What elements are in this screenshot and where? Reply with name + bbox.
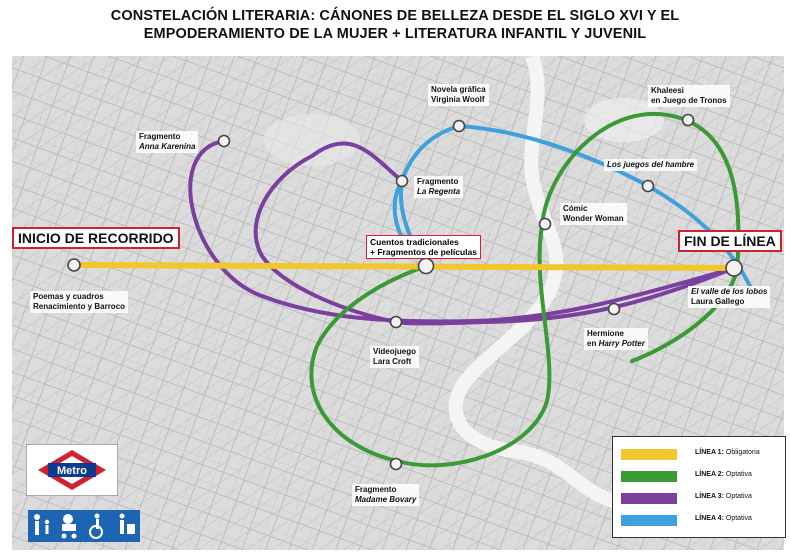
station-label-anna-karenina: Fragmento Anna Karenina	[136, 131, 199, 153]
station-label-madame-bovary: Fragmento Madame Bovary	[352, 484, 420, 506]
station-juegos-hambre	[641, 179, 655, 193]
station-lara-croft	[389, 315, 403, 329]
station-label-poemas: Poemas y cuadros Renacimiento y Barroco	[30, 291, 129, 313]
station-anna-karenina	[217, 134, 231, 148]
station-inicio	[67, 258, 81, 272]
metro-logo: Metro	[26, 444, 118, 496]
map-title-line-2: EMPODERAMIENTO DE LA MUJER + LITERATURA …	[143, 26, 647, 42]
park-area	[264, 114, 360, 166]
legend-item: LÍNEA 4: Optativa	[621, 513, 781, 529]
station-madame-bovary	[389, 457, 403, 471]
accessibility-icons	[28, 510, 140, 542]
legend: LÍNEA 1: Obligatoria LÍNEA 2: Optativa L…	[612, 436, 786, 538]
legend-item: LÍNEA 3: Optativa	[621, 491, 781, 507]
family-icon	[28, 510, 56, 542]
legend-item: LÍNEA 1: Obligatoria	[621, 447, 781, 463]
station-label-hermione: Hermione en Harry Potter	[584, 328, 648, 350]
luggage-icon	[112, 510, 140, 542]
station-khaleesi	[681, 113, 695, 127]
station-cuentos	[417, 257, 435, 275]
end-label: FIN DE LÍNEA	[678, 230, 782, 252]
legend-swatch	[621, 515, 677, 526]
metro-logo-text: Metro	[57, 465, 87, 477]
station-virginia-woolf	[452, 119, 466, 133]
station-label-valle-lobos: El valle de los lobos Laura Gallego	[688, 286, 771, 308]
station-label-khaleesi: Khaleesi en Juego de Tronos	[648, 85, 730, 107]
station-label-virginia-woolf: Novela gráfica Virginia Woolf	[428, 84, 489, 106]
station-label-wonder-woman: Cómic Wonder Woman	[560, 203, 627, 225]
station-label-juegos-hambre: Los juegos del hambre	[604, 159, 698, 171]
station-la-regenta	[395, 174, 409, 188]
start-label: INICIO DE RECORRIDO	[12, 227, 180, 249]
station-label-cuentos: Cuentos tradicionales + Fragmentos de pe…	[366, 235, 481, 259]
legend-item: LÍNEA 2: Optativa	[621, 469, 781, 485]
station-wonder-woman	[538, 217, 552, 231]
line-1-yellow	[71, 262, 737, 271]
legend-swatch	[621, 449, 677, 460]
legend-swatch	[621, 493, 677, 504]
station-label-lara-croft: Videojuego Lara Croft	[370, 346, 419, 368]
legend-swatch	[621, 471, 677, 482]
station-label-la-regenta: Fragmento La Regenta	[414, 176, 464, 198]
station-hermione	[607, 302, 621, 316]
station-fin	[725, 259, 743, 277]
map-title-line-1: CONSTELACIÓN LITERARIA: CÁNONES DE BELLE…	[110, 8, 680, 24]
